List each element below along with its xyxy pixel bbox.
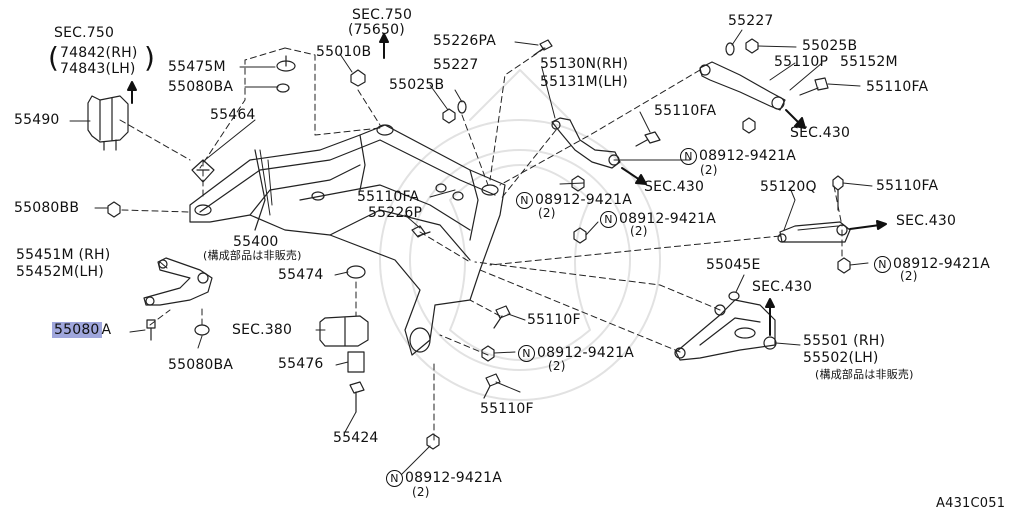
- part-74843[interactable]: 74843(LH): [60, 61, 136, 77]
- close-paren: ): [144, 41, 155, 74]
- part-55025B-mid[interactable]: 55025B: [389, 77, 445, 93]
- sec430-c[interactable]: SEC.430: [896, 213, 957, 229]
- part-55474[interactable]: 55474: [278, 267, 324, 283]
- lower-arm-55501: [674, 299, 777, 361]
- part-55120Q[interactable]: 55120Q: [760, 179, 817, 195]
- part-55010B[interactable]: 55010B: [316, 44, 372, 60]
- part-55110FA-a[interactable]: 55110FA: [654, 103, 717, 119]
- sec750-top-code: (75650): [348, 22, 405, 38]
- part-55451M[interactable]: 55451M (RH): [16, 247, 111, 263]
- part-55152M[interactable]: 55152M: [840, 54, 898, 70]
- part-55424[interactable]: 55424: [333, 430, 379, 446]
- diagram-code: A431C051: [936, 496, 1006, 511]
- watermark-emblem: [379, 69, 661, 401]
- part-55110FA-c[interactable]: 55110FA: [357, 189, 420, 205]
- part-55130N[interactable]: 55130N(RH): [540, 56, 629, 72]
- sec750-left-label[interactable]: SEC.750: [54, 25, 115, 41]
- part-55501[interactable]: 55501 (RH): [803, 333, 886, 349]
- circled-n-icon: N: [386, 470, 403, 487]
- part-55110F-b[interactable]: 55110F: [480, 401, 534, 417]
- part-55045E[interactable]: 55045E: [706, 257, 761, 273]
- part-55226PA[interactable]: 55226PA: [433, 33, 497, 49]
- part-55080A-highlight: 55080: [52, 322, 102, 338]
- part-55131M[interactable]: 55131M(LH): [540, 74, 628, 90]
- direction-arrows: [127, 33, 887, 336]
- label-leaders: [69, 29, 873, 475]
- circled-n-icon: N: [516, 192, 533, 209]
- nut-ref-4-qty: (2): [900, 269, 918, 283]
- sec380-label[interactable]: SEC.380: [232, 322, 293, 338]
- nut-ref-3-qty: (2): [630, 224, 648, 238]
- part-55476[interactable]: 55476: [278, 356, 324, 372]
- part-55110F-a[interactable]: 55110F: [527, 312, 581, 328]
- link-55451M: [143, 257, 213, 306]
- part-55227-right[interactable]: 55227: [728, 13, 774, 29]
- open-paren: (: [48, 41, 59, 74]
- part-55400[interactable]: 55400: [233, 234, 279, 250]
- part-55475M[interactable]: 55475M: [168, 59, 226, 75]
- circled-n-icon: N: [518, 345, 535, 362]
- part-55080BB[interactable]: 55080BB: [14, 200, 80, 216]
- part-55110P[interactable]: 55110P: [774, 54, 829, 70]
- circled-n-icon: N: [680, 148, 697, 165]
- part-55452M[interactable]: 55452M(LH): [16, 264, 104, 280]
- circled-n-icon: N: [874, 256, 891, 273]
- sec430-a[interactable]: SEC.430: [790, 125, 851, 141]
- part-55110FA-b[interactable]: 55110FA: [866, 79, 929, 95]
- nut-ref-5-qty: (2): [548, 359, 566, 373]
- rear-suspension-member: [189, 124, 506, 356]
- nut-ref-6-qty: (2): [412, 485, 430, 499]
- sec750-top-label[interactable]: SEC.750: [352, 7, 413, 23]
- small-fasteners: [107, 38, 851, 450]
- part-55227-mid[interactable]: 55227: [433, 57, 479, 73]
- part-55501-note: (構成部品は非販売): [815, 368, 914, 381]
- part-55110FA-d[interactable]: 55110FA: [876, 178, 939, 194]
- part-55400-note: (構成部品は非販売): [203, 249, 302, 262]
- part-74842[interactable]: 74842(RH): [60, 45, 138, 61]
- part-55226P[interactable]: 55226P: [368, 205, 423, 221]
- nut-ref-2-qty: (2): [538, 206, 556, 220]
- circled-n-icon: N: [600, 211, 617, 228]
- mount-bushing-55490: [87, 95, 129, 151]
- part-55502[interactable]: 55502(LH): [803, 350, 879, 366]
- sec430-b[interactable]: SEC.430: [644, 179, 705, 195]
- part-55464[interactable]: 55464: [210, 107, 256, 123]
- part-55490[interactable]: 55490: [14, 112, 60, 128]
- link-55120Q: [777, 221, 851, 243]
- part-55080BA-top[interactable]: 55080BA: [168, 79, 234, 95]
- sec430-d[interactable]: SEC.430: [752, 279, 813, 295]
- nut-ref-1-qty: (2): [700, 163, 718, 177]
- leader-lines: [119, 47, 843, 441]
- part-55025B-right[interactable]: 55025B: [802, 38, 858, 54]
- part-55080BA-bottom[interactable]: 55080BA: [168, 357, 234, 373]
